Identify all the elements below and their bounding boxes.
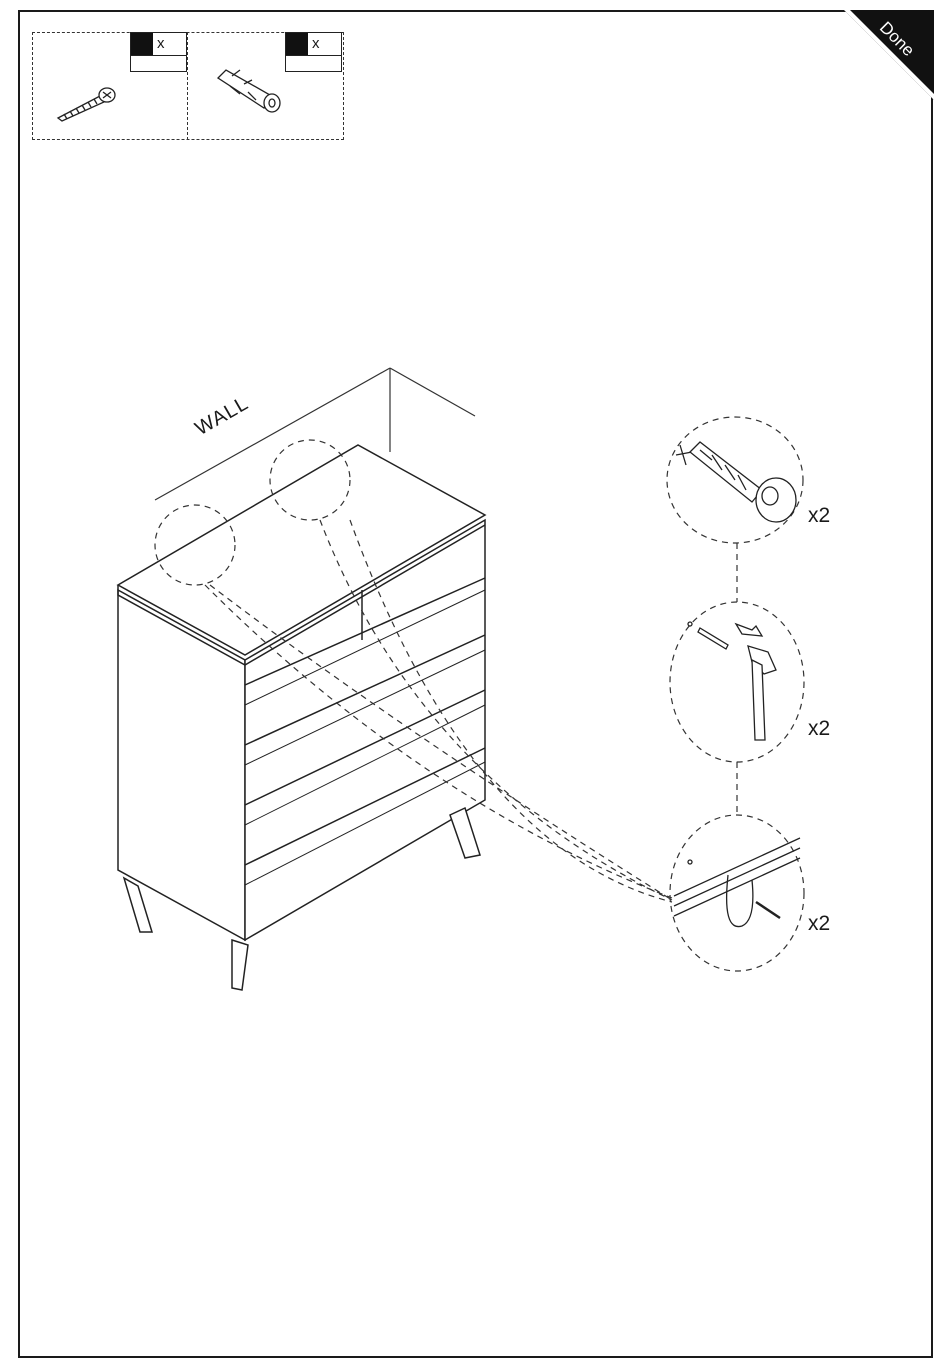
bracket-step-count: x2 (808, 912, 830, 936)
screw-icon (58, 88, 115, 121)
dresser-illustration (118, 445, 485, 990)
hammer-icon (688, 622, 776, 740)
drill-icon (676, 442, 796, 522)
wall-plug-icon (218, 70, 280, 112)
hammer-step-count: x2 (808, 717, 830, 741)
strap-bracket-icon (674, 838, 800, 927)
drill-step-count: x2 (808, 504, 830, 528)
